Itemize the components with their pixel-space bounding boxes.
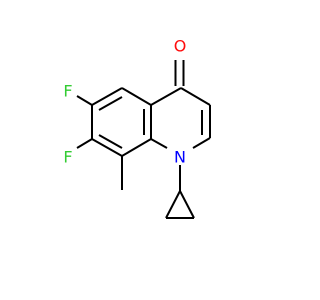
nitrogen-atom-label: N: [174, 148, 186, 167]
bond-c4a-c5: [121, 87, 152, 106]
bond-c8-c8a: [121, 138, 152, 157]
bond-group: [76, 60, 211, 219]
bond-c7-c8-inner: [98, 134, 123, 149]
bond-c4-c4a: [150, 87, 182, 106]
molecule-structure-diagram: O F F N: [63, 37, 211, 219]
bond-c7-c8-outer: [91, 138, 123, 157]
bond-c4-c3: [180, 87, 211, 106]
bond-n1-c8a: [150, 138, 168, 149]
bond-c5-c6-inner: [98, 96, 123, 111]
bond-cyclopropyl-1: [165, 190, 181, 219]
fluorine-atom-label-6: F: [63, 82, 72, 101]
bond-cyclopropyl-3: [179, 190, 195, 219]
bond-c2-n1: [192, 137, 211, 149]
bond-c7-f: [76, 138, 93, 149]
oxygen-atom-label: O: [174, 37, 187, 56]
bond-c6-f: [76, 95, 93, 106]
bond-c5-c6-outer: [91, 87, 123, 106]
fluorine-atom-label-7: F: [63, 148, 72, 167]
